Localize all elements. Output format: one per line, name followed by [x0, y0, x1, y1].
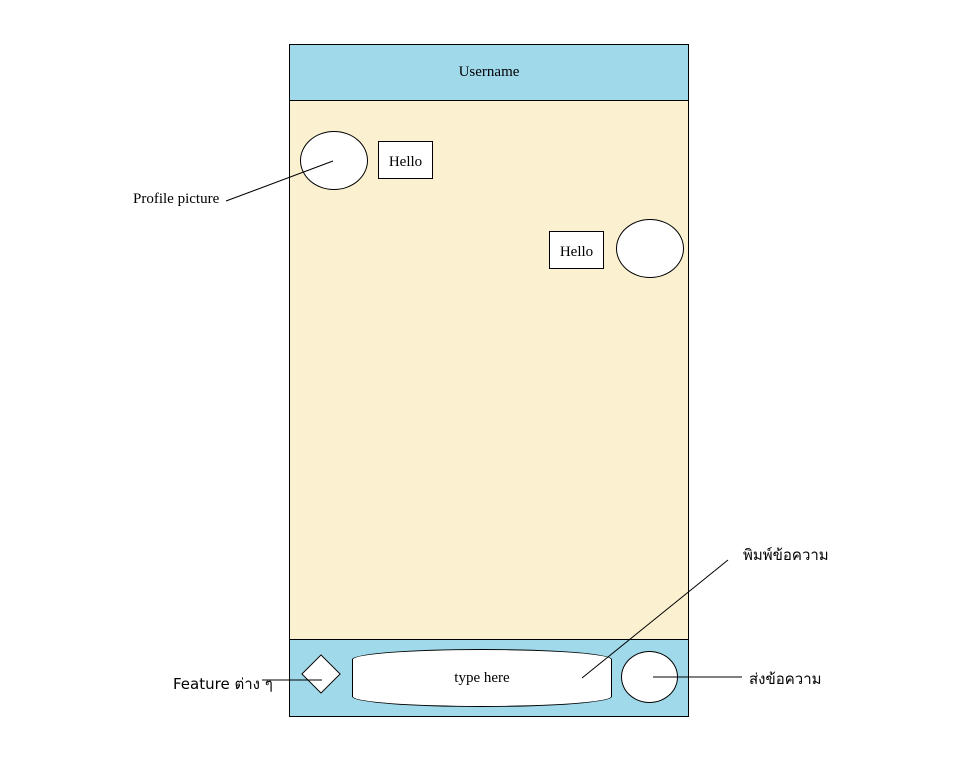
received-message-text: Hello [388, 153, 423, 170]
chat-footer: type here [290, 639, 688, 716]
message-input-placeholder: type here [454, 669, 510, 686]
sent-avatar[interactable] [616, 219, 684, 278]
username-title: Username [458, 64, 520, 80]
send-button[interactable] [621, 651, 678, 703]
received-avatar[interactable] [300, 131, 368, 190]
sent-message-bubble: Hello [549, 231, 604, 269]
features-button[interactable] [301, 654, 341, 694]
sent-message-text: Hello [559, 243, 594, 260]
chat-header: Username [290, 45, 688, 101]
profile-picture-label: Profile picture [133, 191, 220, 207]
message-input[interactable]: type here [352, 649, 612, 707]
phone-mockup: Username Hello Hello type here [289, 44, 689, 717]
type-message-label: พิมพ์ข้อความ [743, 546, 829, 564]
features-label: Feature ต่าง ๆ [173, 675, 273, 693]
send-message-label: ส่งข้อความ [749, 670, 822, 688]
received-message-bubble: Hello [378, 141, 433, 179]
